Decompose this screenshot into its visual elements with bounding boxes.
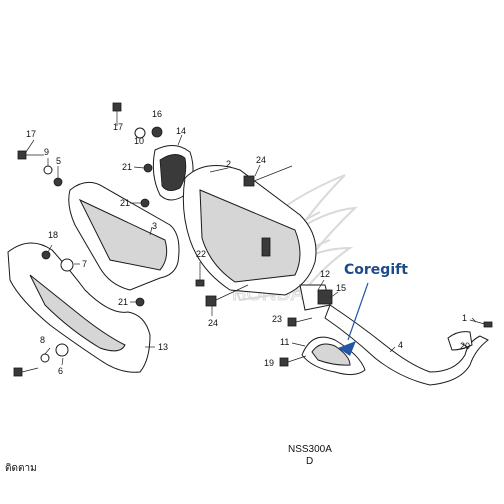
washer-9 — [43, 165, 53, 175]
collar-16 — [151, 126, 163, 138]
bolt-1 — [469, 319, 493, 328]
label-24-bottom: 24 — [208, 318, 218, 328]
overlay-arrow — [338, 282, 369, 356]
label-17-left: 17 — [26, 129, 36, 139]
label-3: 3 — [152, 221, 157, 231]
label-9: 9 — [44, 147, 49, 157]
overlay-brand-label: Coregift — [344, 262, 408, 278]
bolt-17-bottom — [13, 367, 39, 377]
label-10: 10 — [134, 136, 144, 146]
label-14: 14 — [176, 126, 186, 136]
label-6: 6 — [58, 366, 63, 376]
label-12: 12 — [320, 269, 330, 279]
label-20: 20 — [460, 341, 470, 351]
label-16: 16 — [152, 109, 162, 119]
part-15-gasket — [317, 289, 333, 305]
clip-21-mid — [140, 198, 150, 208]
nut-5 — [53, 177, 63, 187]
label-21-mid: 21 — [120, 198, 130, 208]
footer-left-text: ติดตาม — [5, 463, 37, 474]
grommet-6 — [55, 343, 69, 357]
label-7: 7 — [82, 259, 87, 269]
part-20-flange — [447, 331, 473, 351]
bolt-19 — [279, 355, 307, 367]
label-24-top: 24 — [256, 155, 266, 165]
variant-code: D — [306, 456, 314, 467]
label-21-top: 21 — [122, 162, 132, 172]
bolt-24-bottom — [205, 284, 249, 307]
label-1: 1 — [462, 313, 467, 323]
bolt-17-left — [17, 150, 44, 160]
bolt-23 — [287, 317, 313, 327]
model-code: NSS300A — [288, 444, 332, 455]
label-15: 15 — [336, 283, 346, 293]
clip-21-low — [135, 297, 145, 307]
label-11: 11 — [280, 337, 289, 347]
label-2: 2 — [226, 159, 231, 169]
bolt-22 — [195, 262, 205, 287]
label-17-top: 17 — [113, 122, 123, 132]
part-2-shading — [199, 189, 301, 283]
label-22: 22 — [196, 249, 206, 259]
label-19: 19 — [264, 358, 274, 368]
clip-21-top — [143, 163, 153, 173]
part-14-inner — [159, 154, 187, 191]
grommet-10 — [134, 127, 146, 139]
leader-lines — [25, 134, 477, 366]
label-18: 18 — [48, 230, 58, 240]
part-3-inner-panel — [78, 198, 168, 271]
label-8: 8 — [40, 335, 45, 345]
part-2-bracket — [261, 237, 271, 257]
label-23: 23 — [272, 314, 282, 324]
part-4-exhaust-pipe — [324, 304, 489, 386]
label-5: 5 — [56, 156, 61, 166]
label-21-low: 21 — [118, 297, 128, 307]
washer-8 — [40, 353, 50, 363]
grommet-7 — [60, 258, 74, 272]
part-13-inner-face — [29, 274, 126, 352]
part-11-face — [311, 343, 351, 366]
part-number-labels: 1 2 3 4 5 6 7 8 9 10 11 12 13 14 15 16 1… — [26, 109, 470, 376]
bolt-17-top — [112, 102, 122, 126]
bolt-24-top — [243, 165, 293, 187]
collar-18 — [41, 250, 51, 260]
label-13: 13 — [158, 342, 168, 352]
label-4: 4 — [398, 340, 403, 350]
